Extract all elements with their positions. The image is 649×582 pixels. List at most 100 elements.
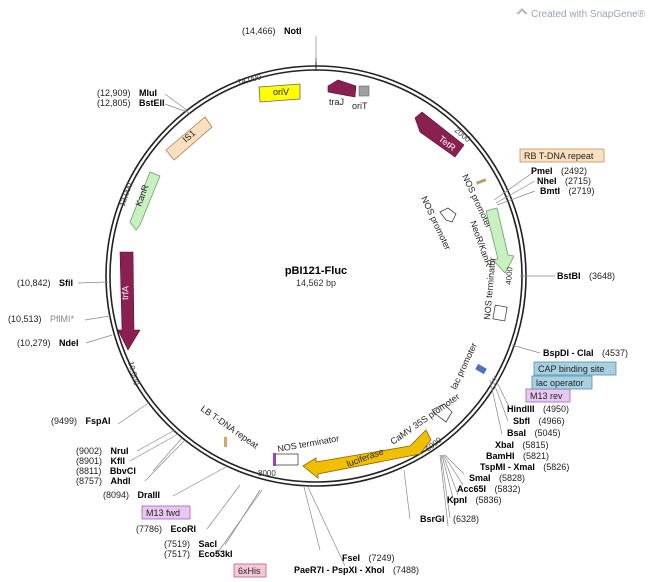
site-NotI[interactable]: (14,466) NotI: [242, 21, 301, 38]
site-BstEII[interactable]: (12,805) BstEII: [97, 93, 165, 110]
site-BmtI[interactable]: BmtI (2719): [540, 181, 594, 198]
site-TspMI-pos: (5826): [543, 462, 569, 472]
trfA-label: trfA: [120, 286, 130, 300]
site-AhdI[interactable]: (8757) AhdI: [76, 471, 130, 488]
site-NheI[interactable]: NheI (2715): [537, 171, 591, 188]
site-BsaI-name: BsaI: [507, 428, 526, 438]
cap-site-label: CAP binding site: [538, 364, 604, 374]
site-NheI-pos: (2715): [565, 176, 591, 186]
site-Acc65I-pos: (5832): [494, 484, 520, 494]
site-BstBI-pos: (3648): [589, 271, 615, 281]
rb-repeat-box[interactable]: RB T-DNA repeat: [519, 148, 605, 163]
site-MluI-pos: (12,909): [97, 88, 131, 98]
KanR-feature[interactable]: [129, 171, 161, 231]
site-FspAI-name: FspAI: [85, 416, 110, 426]
site-BbvCI-name: BbvCI: [110, 466, 136, 476]
CaMV-35S-promoter-feature[interactable]: [431, 403, 453, 423]
site-Acc65I[interactable]: Acc65I (5832): [457, 479, 521, 496]
site-NotI-pos: (14,466): [242, 26, 276, 36]
site-BspDI[interactable]: BspDI - ClaI (4537): [543, 343, 628, 360]
site-BsaI-pos: (5045): [534, 428, 560, 438]
site-PmeI-name: PmeI: [531, 166, 553, 176]
site-EcoRI[interactable]: (7786) EcoRI: [136, 519, 196, 536]
site-BstBI[interactable]: BstBI (3648): [557, 266, 615, 283]
site-BsrGI-pos: (6328): [453, 514, 479, 524]
trfA-feature[interactable]: [117, 251, 141, 351]
site-BspDI-name: BspDI - ClaI: [543, 348, 594, 358]
site-SbfI[interactable]: SbfI (4966): [513, 411, 564, 428]
site-BamHI-pos: (5821): [523, 451, 549, 461]
cap-site-box[interactable]: CAP binding site: [533, 361, 617, 376]
site-BstEII-pos: (12,805): [97, 98, 131, 108]
luciferase-feature[interactable]: [302, 429, 432, 479]
site-BsaI[interactable]: BsaI (5045): [507, 423, 560, 440]
tick-10000: 10,000: [126, 360, 141, 386]
luciferase-label: luciferase: [345, 446, 385, 469]
site-BbvCI[interactable]: (8811) BbvCI: [76, 461, 136, 478]
site-TspMI[interactable]: TspMI - XmaI (5826): [480, 457, 569, 474]
lac-operator-box[interactable]: lac operator: [531, 375, 593, 390]
NeoR-KanR-feature[interactable]: [485, 207, 515, 274]
RB-repeat-marker: [475, 178, 487, 185]
site-NruI-name: NruI: [110, 446, 128, 456]
site-EcoRI-pos: (7786): [136, 524, 162, 534]
six-his-label: 6xHis: [238, 566, 261, 576]
site-SbfI-pos: (4966): [538, 416, 564, 426]
LB-label: LB T-DNA repeat: [199, 403, 261, 450]
lac-promoter-label: lac promoter: [449, 341, 479, 391]
site-Eco53kI[interactable]: (7517) Eco53kI: [164, 544, 233, 561]
site-SmaI-pos: (5828): [499, 473, 525, 483]
site-DraIII[interactable]: (8094) DraIII: [103, 485, 160, 502]
site-Eco53kI-name: Eco53kI: [198, 549, 232, 559]
site-PmeI-pos: (2492): [561, 166, 587, 176]
site-SmaI[interactable]: SmaI (5828): [469, 468, 525, 485]
NOS-promoter-inner-label: NOS promoter: [419, 195, 453, 252]
six-his-box[interactable]: 6xHis: [233, 563, 267, 578]
NOS-terminator-right-feature[interactable]: [492, 304, 508, 322]
lac-promoter-marker[interactable]: [475, 363, 487, 375]
site-PaeR7I[interactable]: PaeR7I - PspXI - XhoI (7488): [294, 560, 419, 577]
site-BsrGI-name: BsrGI: [420, 514, 445, 524]
site-BsrGI[interactable]: BsrGI (6328): [420, 509, 479, 526]
site-PflMI[interactable]: (10,513) PflMI*: [8, 309, 74, 326]
NOS-terminator-bottom-feature[interactable]: [273, 453, 299, 466]
site-PflMI-pos: (10,513): [8, 314, 42, 324]
tick-4000: 4000: [504, 266, 515, 285]
oriT-feature[interactable]: [358, 85, 370, 97]
site-BamHI[interactable]: BamHI (5821): [486, 446, 549, 463]
site-MluI[interactable]: (12,909) MluI: [97, 83, 157, 100]
m13-rev-box[interactable]: M13 rev: [525, 388, 571, 403]
site-PmeI[interactable]: PmeI (2492): [531, 161, 587, 178]
site-PflMI-name: PflMI*: [50, 314, 75, 324]
TetR-feature[interactable]: [414, 111, 465, 158]
traJ-feature[interactable]: [327, 79, 357, 98]
plasmid-length: 14,562 bp: [296, 278, 336, 288]
site-BstEII-name: BstEII: [139, 98, 165, 108]
site-KpnI[interactable]: KpnI (5836): [447, 490, 501, 507]
m13-fwd-box[interactable]: M13 fwd: [141, 505, 191, 520]
plasmid-name: pBI121-Fluc: [285, 265, 347, 277]
site-SfiI[interactable]: (10,842) SfiI: [17, 273, 73, 290]
site-NheI-name: NheI: [537, 176, 557, 186]
site-TspMI-name: TspMI - XmaI: [480, 462, 535, 472]
tick-12000: 12,000: [117, 181, 134, 208]
LB-repeat-feature[interactable]: [224, 437, 227, 447]
site-HindIII[interactable]: HindIII (4950): [507, 399, 569, 416]
site-AhdI-pos: (8757): [76, 476, 102, 486]
site-FseI[interactable]: FseI (7249): [342, 548, 394, 565]
site-KflI[interactable]: (8901) KflI: [76, 451, 125, 468]
site-NdeI[interactable]: (10,279) NdeI: [17, 333, 79, 350]
site-FspAI[interactable]: (9499) FspAI: [51, 411, 110, 428]
oriV-feature[interactable]: [258, 83, 301, 103]
site-SacI-pos: (7519): [164, 539, 190, 549]
site-DraIII-name: DraIII: [137, 490, 160, 500]
IS1-feature[interactable]: [165, 116, 213, 161]
NOS-promoter-small-feature[interactable]: [439, 207, 457, 223]
site-NdeI-pos: (10,279): [17, 338, 51, 348]
site-NruI[interactable]: (9002) NruI: [76, 441, 128, 458]
site-SacI[interactable]: (7519) SacI: [164, 534, 217, 551]
site-MluI-name: MluI: [139, 88, 157, 98]
site-XbaI[interactable]: XbaI (5815): [495, 435, 548, 452]
site-leader-lines: [77, 36, 555, 567]
